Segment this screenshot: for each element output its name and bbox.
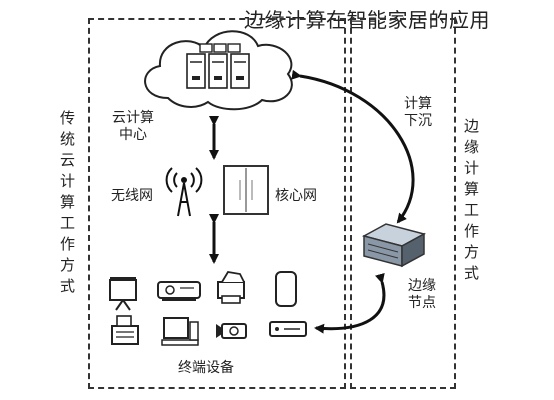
edge-node-label-line2: 节点 (408, 295, 436, 311)
projector-screen-icon (109, 277, 137, 311)
compute-sink-label-line1: 计算 (404, 96, 432, 112)
edge-terminal-arrow (314, 272, 386, 334)
edge-node-label: 边缘 节点 (402, 278, 442, 312)
terminal-label: 终端设备 (178, 360, 234, 376)
compute-sink-label: 计算 下沉 (398, 96, 438, 130)
fax-icon (111, 315, 139, 345)
cloud-center-label-line2: 中心 (119, 127, 147, 143)
cloud-center-label: 云计算 中心 (104, 110, 162, 144)
edge-server-icon (361, 223, 427, 268)
left-side-label: 传统云计算工作方式 (58, 110, 76, 299)
computer-icon (161, 317, 199, 346)
diagram-title: 边缘计算在智能家居的应用 (244, 8, 490, 32)
core-network-icon (223, 165, 269, 215)
cloud-center-label-line1: 云计算 (112, 110, 154, 126)
projector-icon (157, 281, 201, 301)
right-side-label: 边缘计算工作方式 (462, 118, 480, 286)
printer-icon (217, 271, 245, 304)
wireless-tower-icon (165, 167, 203, 217)
wireless-label: 无线网 (111, 188, 153, 204)
compute-sink-arrow (291, 69, 415, 224)
camera-icon (216, 323, 247, 339)
router-icon (269, 321, 307, 337)
server-icon (186, 43, 250, 89)
edge-node-label-line1: 边缘 (408, 278, 436, 294)
phone-icon (275, 271, 297, 307)
compute-sink-label-line2: 下沉 (404, 113, 432, 129)
